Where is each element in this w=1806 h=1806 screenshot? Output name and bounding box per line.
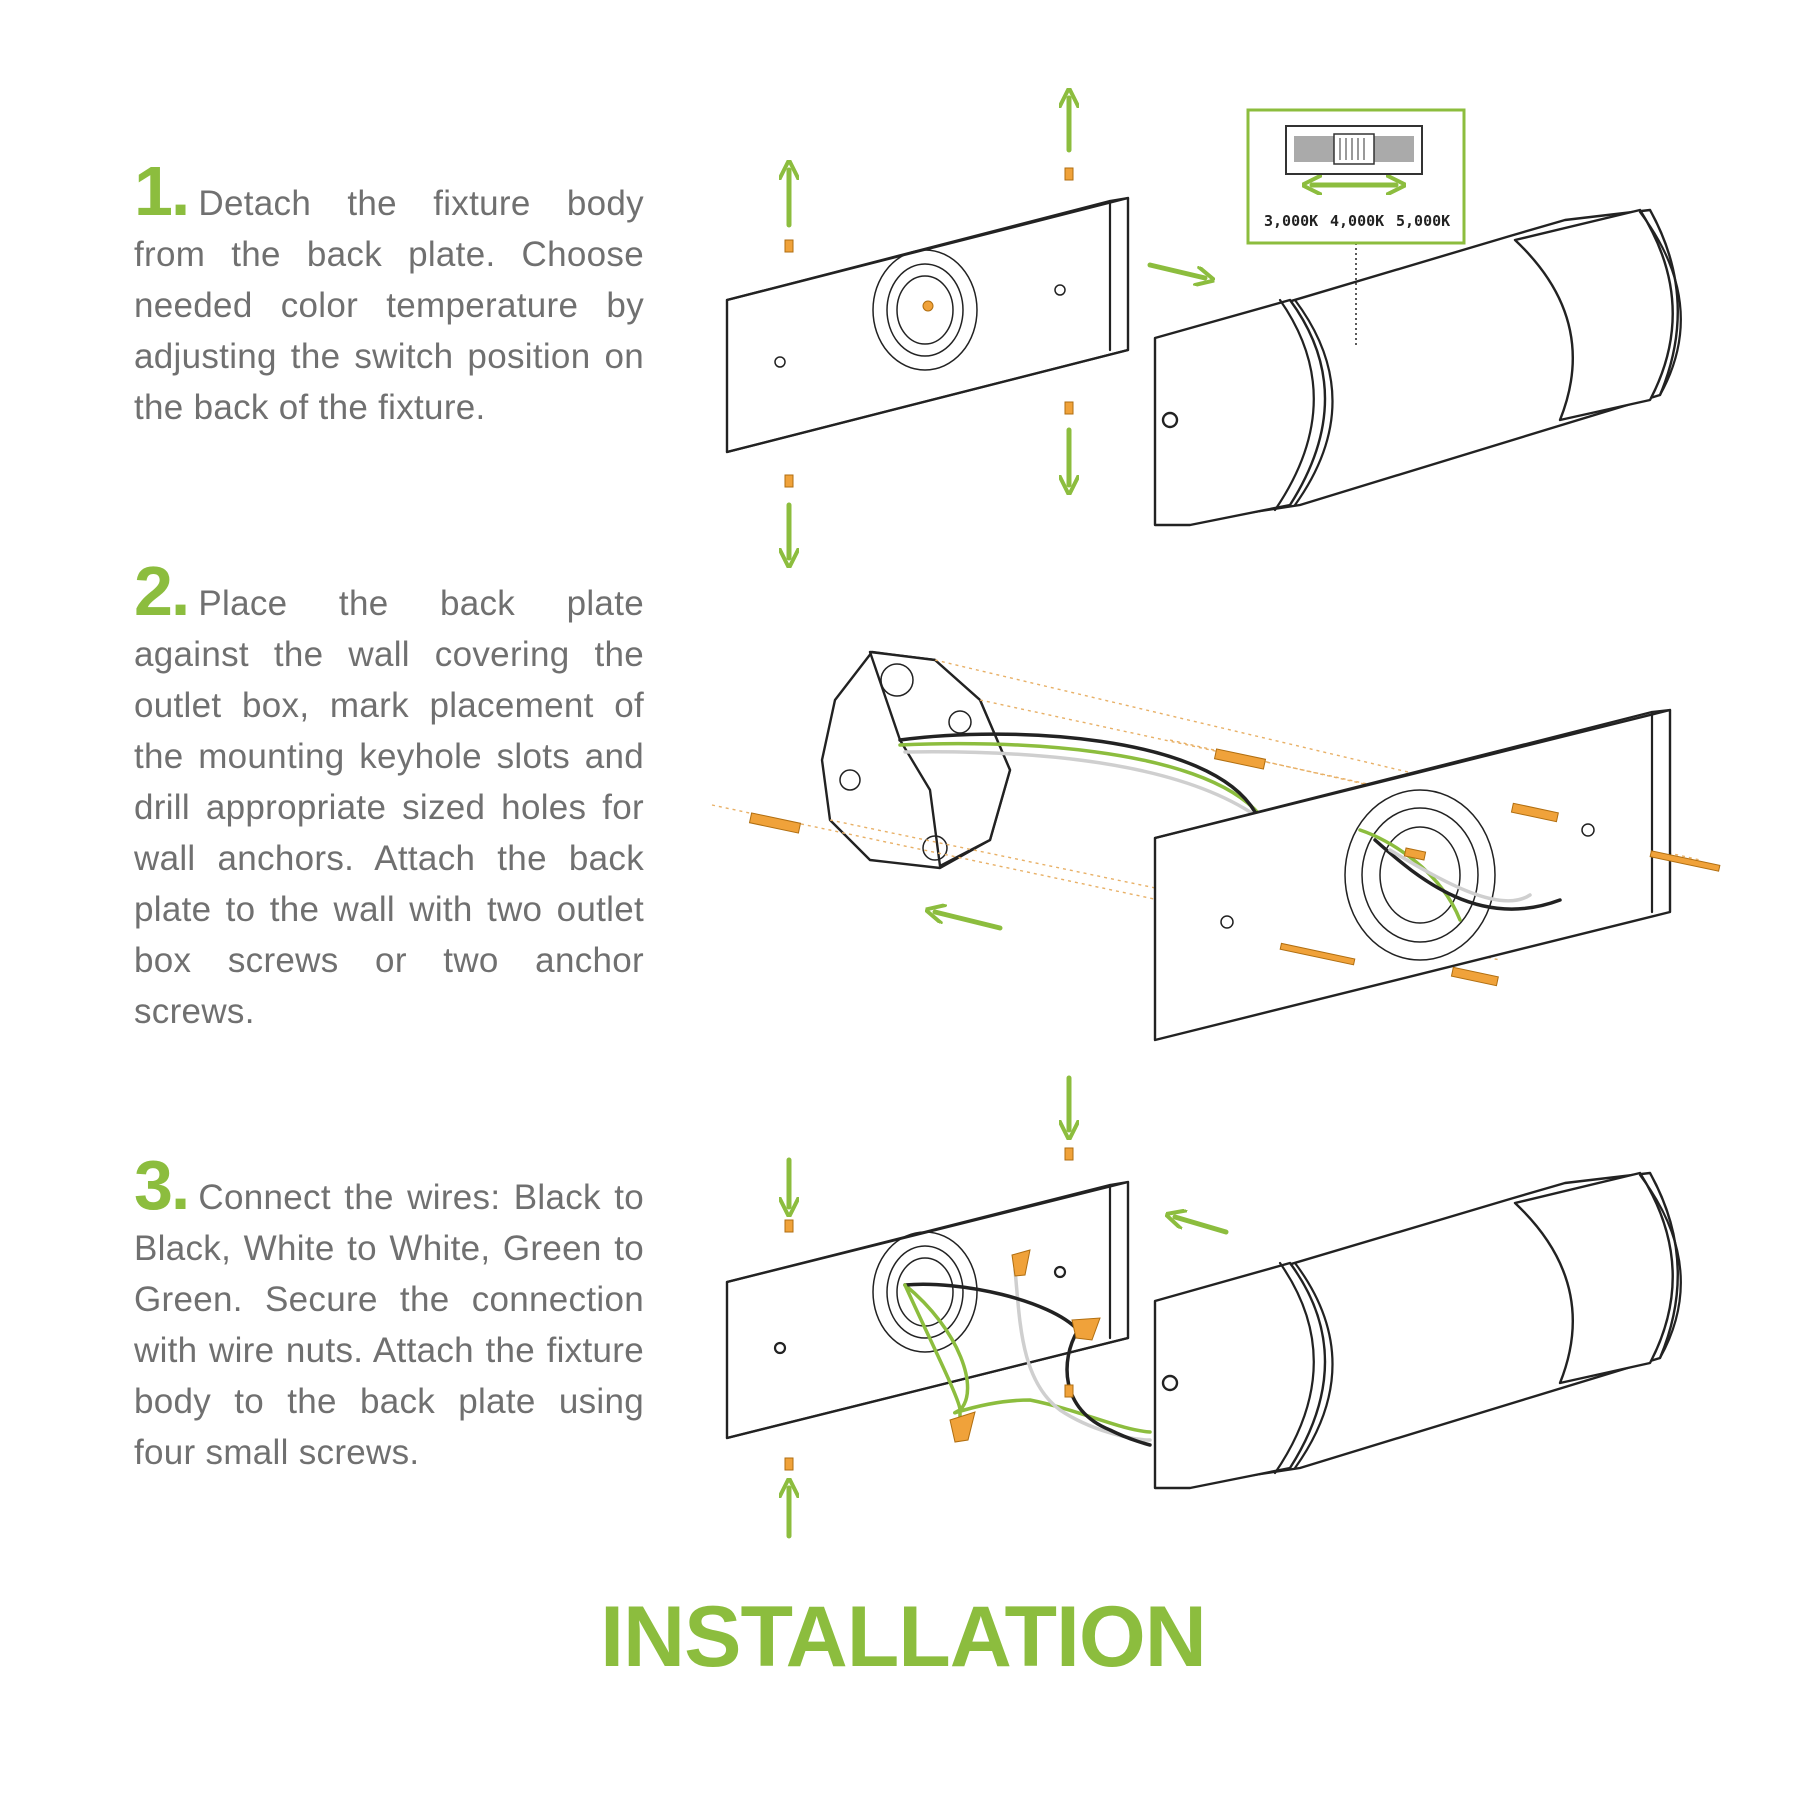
switch-label-5000k: 5,000K bbox=[1396, 212, 1450, 230]
fixture-knob-icon bbox=[1161, 1374, 1179, 1392]
keyhole-icon bbox=[1054, 284, 1066, 296]
step-1-number: 1. bbox=[134, 152, 190, 230]
fixture-body-1 bbox=[1153, 208, 1682, 527]
step-2-instructions: 2.Place the back plate against the wall … bbox=[134, 556, 644, 1037]
keyhole-icon bbox=[1053, 1265, 1067, 1279]
keyhole-icon bbox=[774, 356, 786, 368]
step-3-illustration bbox=[725, 1075, 1682, 1539]
switch-label-3000k: 3,000K bbox=[1264, 212, 1318, 230]
step-1-illustration: 3,000K 4,000K 5,000K bbox=[725, 98, 1682, 558]
step-2-text: Place the back plate against the wall co… bbox=[134, 584, 644, 1031]
keyhole-icon bbox=[1220, 915, 1234, 929]
step-1-instructions: 1.Detach the fixture body from the back … bbox=[134, 156, 644, 433]
back-plate-1 bbox=[725, 196, 1130, 454]
step-3-instructions: 3.Connect the wires: Black to Black, Whi… bbox=[134, 1150, 644, 1478]
screw-icons-1 bbox=[784, 167, 1074, 488]
step-2-illustration bbox=[711, 650, 1721, 1042]
installation-title: INSTALLATION bbox=[600, 1589, 1207, 1685]
screw-icons-3 bbox=[784, 1147, 1074, 1471]
screw-icons-2 bbox=[748, 748, 1721, 987]
step-3-number: 3. bbox=[134, 1146, 190, 1224]
mounting-ring-2 bbox=[1344, 789, 1496, 961]
wire-nut-icons bbox=[949, 1249, 1101, 1443]
fixture-knob-icon bbox=[1161, 411, 1179, 429]
arrow-2 bbox=[935, 912, 1003, 931]
mounting-ring-3 bbox=[872, 1231, 978, 1353]
screw-icon bbox=[922, 300, 934, 312]
switch-slider bbox=[1333, 133, 1375, 165]
arrows-3 bbox=[789, 1075, 1229, 1539]
keyhole-icon bbox=[773, 1341, 787, 1355]
step-2-number: 2. bbox=[134, 552, 190, 630]
step-3-text: Connect the wires: Black to Black, White… bbox=[134, 1178, 644, 1472]
mounting-ring-1 bbox=[872, 249, 978, 371]
back-plate-2 bbox=[1153, 708, 1672, 1042]
switch-label-4000k: 4,000K bbox=[1330, 212, 1384, 230]
keyhole-icon bbox=[1581, 823, 1595, 837]
color-temp-switch-callout: 3,000K 4,000K 5,000K bbox=[1246, 108, 1466, 245]
fixture-body-3 bbox=[1153, 1171, 1682, 1490]
step-1-text: Detach the fixture body from the back pl… bbox=[134, 184, 644, 427]
outlet-box bbox=[820, 650, 1012, 870]
arrows-1 bbox=[789, 98, 1205, 558]
